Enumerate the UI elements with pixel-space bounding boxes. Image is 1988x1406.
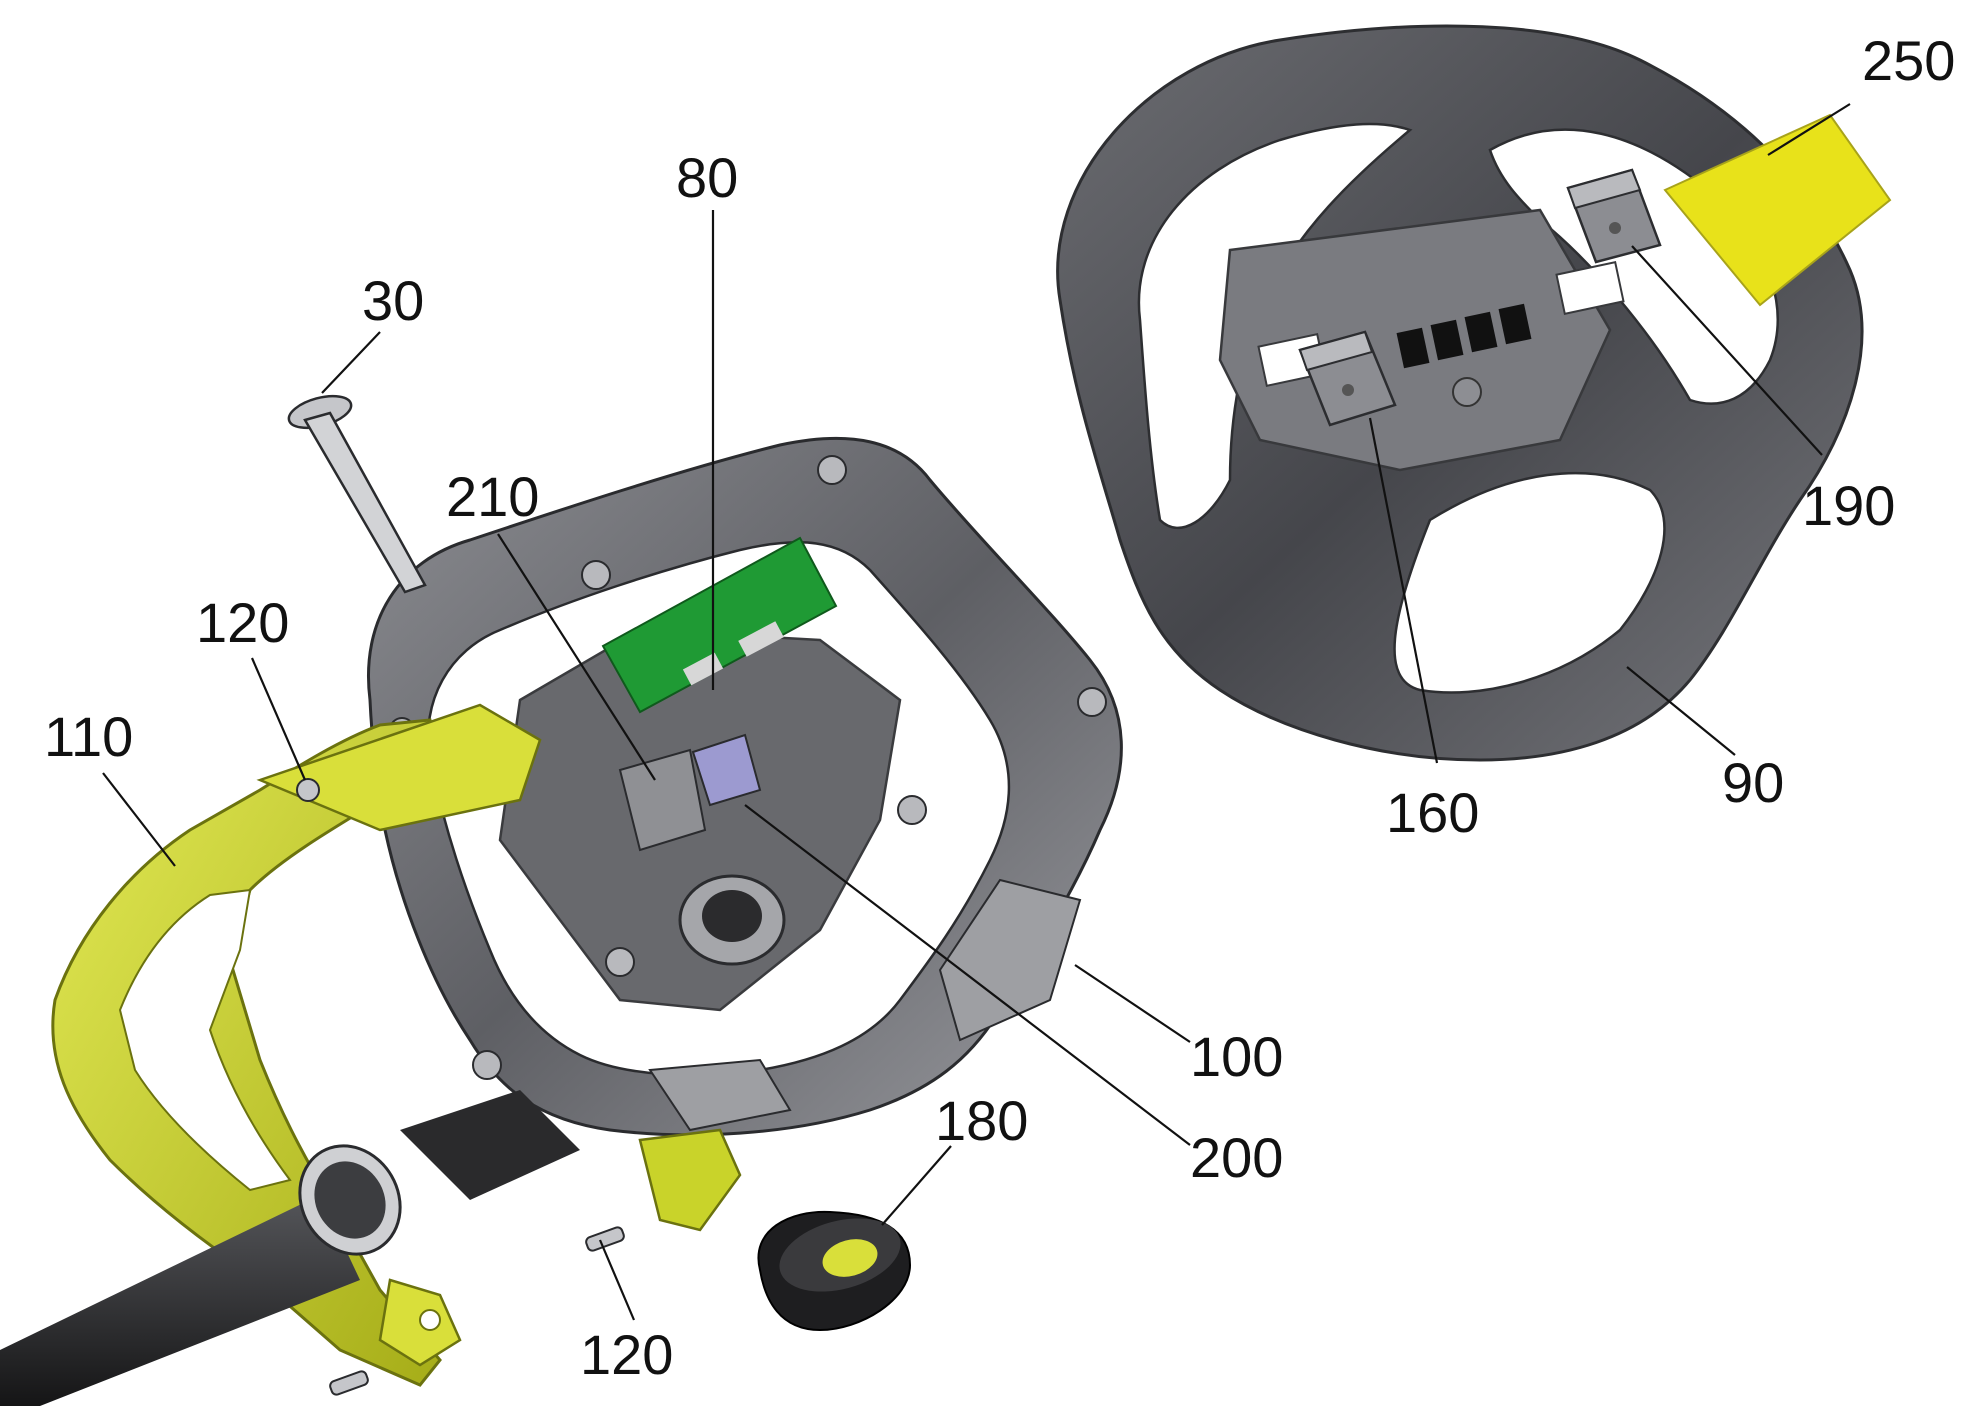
leader-200 [744, 804, 1191, 1146]
switch-190 [1566, 168, 1662, 264]
screw-120-top [296, 778, 320, 802]
handle-110 [51, 703, 542, 1387]
leader-190 [1631, 245, 1823, 456]
leader-30 [321, 331, 381, 394]
label-30: 30 [362, 269, 424, 332]
leader-100 [1074, 964, 1191, 1043]
label-100: 100 [1190, 1025, 1283, 1088]
label-120-top: 120 [196, 591, 289, 654]
bracket-lime [638, 1128, 742, 1232]
knob-180 [757, 1210, 912, 1332]
leader-180 [881, 1145, 952, 1226]
sticker-250 [1663, 113, 1892, 307]
switch-160 [1298, 330, 1397, 427]
label-180: 180 [935, 1089, 1028, 1152]
leader-250 [1767, 103, 1851, 156]
steering-column-tube [0, 1090, 580, 1406]
label-190: 190 [1802, 474, 1895, 537]
label-160: 160 [1386, 781, 1479, 844]
leader-120-bottom [598, 1239, 636, 1321]
leader-110 [102, 772, 176, 867]
label-210: 210 [446, 465, 539, 528]
label-200: 200 [1190, 1126, 1283, 1189]
sensor-assembly-200 [618, 733, 762, 852]
part-labels: 250 80 30 210 120 110 190 160 90 100 180… [44, 29, 1955, 1386]
label-250: 250 [1862, 29, 1955, 92]
leader-210 [497, 533, 656, 781]
leader-lines [102, 103, 1851, 1321]
label-110: 110 [44, 705, 133, 768]
hub-slots [1396, 303, 1532, 369]
label-80: 80 [676, 146, 738, 209]
leader-120-top [250, 657, 307, 781]
label-90: 90 [1722, 751, 1784, 814]
screw-120-bottom [329, 1226, 625, 1396]
leader-90 [1626, 666, 1736, 756]
bolt-30 [287, 394, 427, 594]
leader-160 [1368, 417, 1439, 764]
steering-wheel-cover-90 [1056, 24, 1864, 762]
label-120-bottom: 120 [580, 1323, 673, 1386]
